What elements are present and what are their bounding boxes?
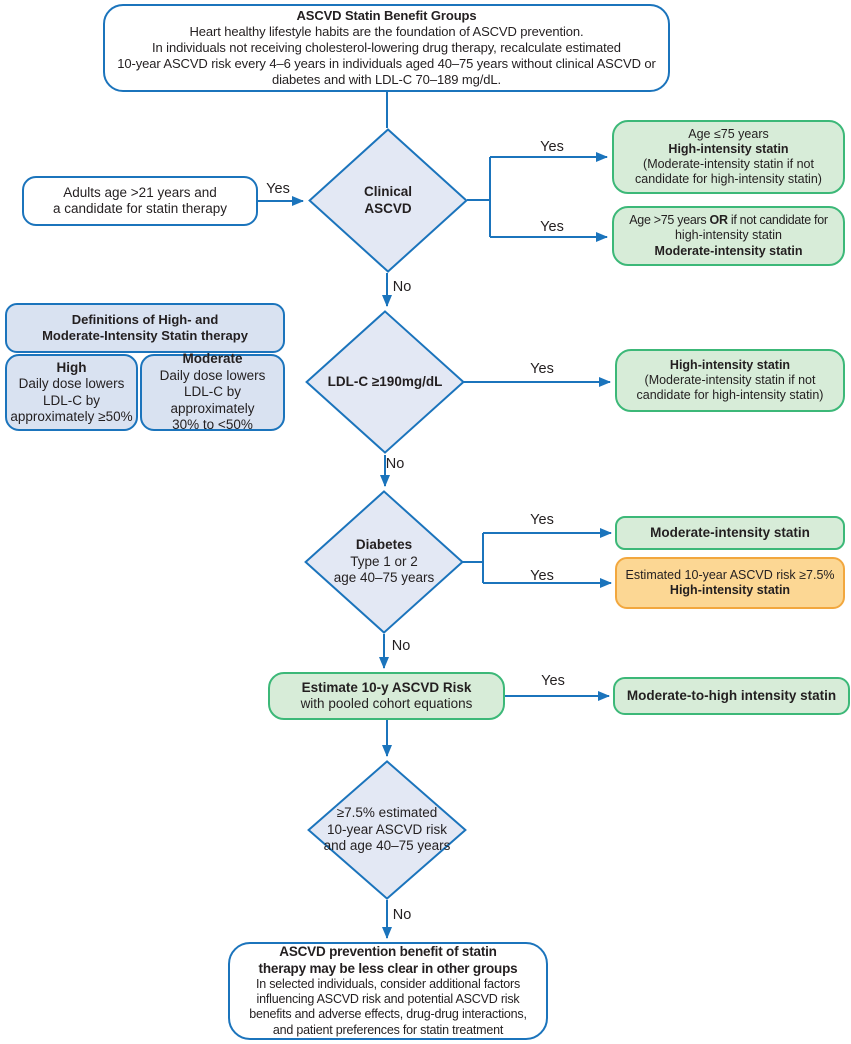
definitions-header: Definitions of High- and Moderate-Intens… (5, 303, 285, 353)
outcome-risk-high-intensity: Estimated 10-year ASCVD risk ≥7.5% High-… (615, 557, 845, 609)
outcome-age-le-75-line2: High-intensity statin (668, 141, 789, 156)
outcome-high-intensity-line1: High-intensity statin (669, 357, 791, 372)
diamond-shape (305, 310, 465, 454)
outcome-moderate-to-high-text: Moderate-to-high intensity statin (626, 687, 837, 703)
end-box-title: ASCVD prevention benefit of statin thera… (258, 944, 518, 976)
outcome-moderate-intensity: Moderate-intensity statin (615, 516, 845, 550)
outcome-age-le-75-line1: Age ≤75 years (688, 126, 769, 141)
outcome-age-le-75-rest: (Moderate-intensity statin if not candid… (635, 157, 822, 187)
decision-diabetes: Diabetes Type 1 or 2 age 40–75 years (304, 490, 464, 634)
outcome-high-intensity-rest: (Moderate-intensity statin if not candid… (636, 372, 824, 403)
definitions-header-text: Definitions of High- and Moderate-Intens… (42, 312, 248, 343)
start-box-body: Heart healthy lifestyle habits are the f… (117, 24, 656, 87)
decision-ldl-c-text: LDL-C ≥190mg/dL (327, 373, 443, 389)
adults-entry-box: Adults age >21 years and a candidate for… (22, 176, 258, 226)
outcome-risk-line1: Estimated 10-year ASCVD risk ≥7.5% (625, 567, 835, 582)
decision-clinical-ascvd-text: Clinical ASCVD (363, 184, 412, 216)
end-box: ASCVD prevention benefit of statin thera… (228, 942, 548, 1040)
diamond-shape (307, 760, 467, 900)
outcome-age-gt-75-line3: Moderate-intensity statin (654, 243, 803, 258)
decision-ldl-c: LDL-C ≥190mg/dL (305, 310, 465, 454)
diamond-shape (304, 490, 464, 634)
outcome-risk-line2: High-intensity statin (669, 583, 791, 597)
decision-diabetes-body: Type 1 or 2 age 40–75 years (333, 553, 435, 586)
start-box: ASCVD Statin Benefit Groups Heart health… (103, 4, 670, 92)
outcome-age-gt-75-line2: high-intensity statin (674, 228, 782, 243)
yes-label-age-le-75: Yes (540, 139, 564, 155)
estimate-risk-title: Estimate 10-y ASCVD Risk (301, 679, 472, 695)
yes-label-age-gt-75: Yes (540, 219, 564, 235)
definition-high-title: High (56, 359, 87, 375)
no-label-diabetes: No (391, 638, 411, 654)
outcome-moderate-to-high: Moderate-to-high intensity statin (613, 677, 850, 715)
yes-label-diabetes-moderate: Yes (530, 512, 554, 528)
estimate-risk-body: with pooled cohort equations (300, 696, 473, 711)
decision-risk-age: ≥7.5% estimated 10-year ASCVD risk and a… (307, 760, 467, 900)
decision-risk-age-text: ≥7.5% estimated 10-year ASCVD risk and a… (323, 805, 451, 854)
decision-diabetes-title: Diabetes (355, 537, 413, 553)
yes-label-estimate: Yes (541, 673, 565, 689)
definition-moderate-body: Daily dose lowers LDL-C by approximately… (159, 367, 266, 433)
decision-diabetes-text: Diabetes Type 1 or 2 age 40–75 years (304, 490, 464, 634)
definition-moderate-title: Moderate (182, 351, 243, 367)
no-label-risk-age: No (392, 907, 412, 923)
no-label-ldl: No (385, 456, 405, 472)
definition-high: High Daily dose lowers LDL-C by approxim… (5, 354, 138, 431)
estimate-risk-box: Estimate 10-y ASCVD Risk with pooled coh… (268, 672, 505, 720)
decision-clinical-ascvd: Clinical ASCVD (308, 128, 468, 273)
adults-entry-text: Adults age >21 years and a candidate for… (52, 184, 228, 216)
outcome-high-intensity: High-intensity statin (Moderate-intensit… (615, 349, 845, 412)
definition-moderate: Moderate Daily dose lowers LDL-C by appr… (140, 351, 285, 433)
end-box-body: In selected individuals, consider additi… (249, 976, 527, 1037)
outcome-moderate-intensity-text: Moderate-intensity statin (650, 524, 810, 540)
outcome-age-gt-75: Age >75 years OR if not candidate for hi… (612, 206, 845, 266)
start-box-title: ASCVD Statin Benefit Groups (296, 8, 477, 24)
outcome-age-le-75: Age ≤75 years High-intensity statin (Mod… (612, 120, 845, 194)
definition-high-body: Daily dose lowers LDL-C by approximately… (10, 376, 133, 424)
outcome-age-gt-75-line1: Age >75 years OR if not candidate for (629, 213, 828, 228)
yes-label-clinical: Yes (266, 181, 290, 197)
yes-label-diabetes-risk: Yes (530, 568, 554, 584)
diamond-shape (308, 128, 468, 273)
no-label-clinical: No (392, 279, 412, 295)
yes-label-ldl: Yes (530, 361, 554, 377)
